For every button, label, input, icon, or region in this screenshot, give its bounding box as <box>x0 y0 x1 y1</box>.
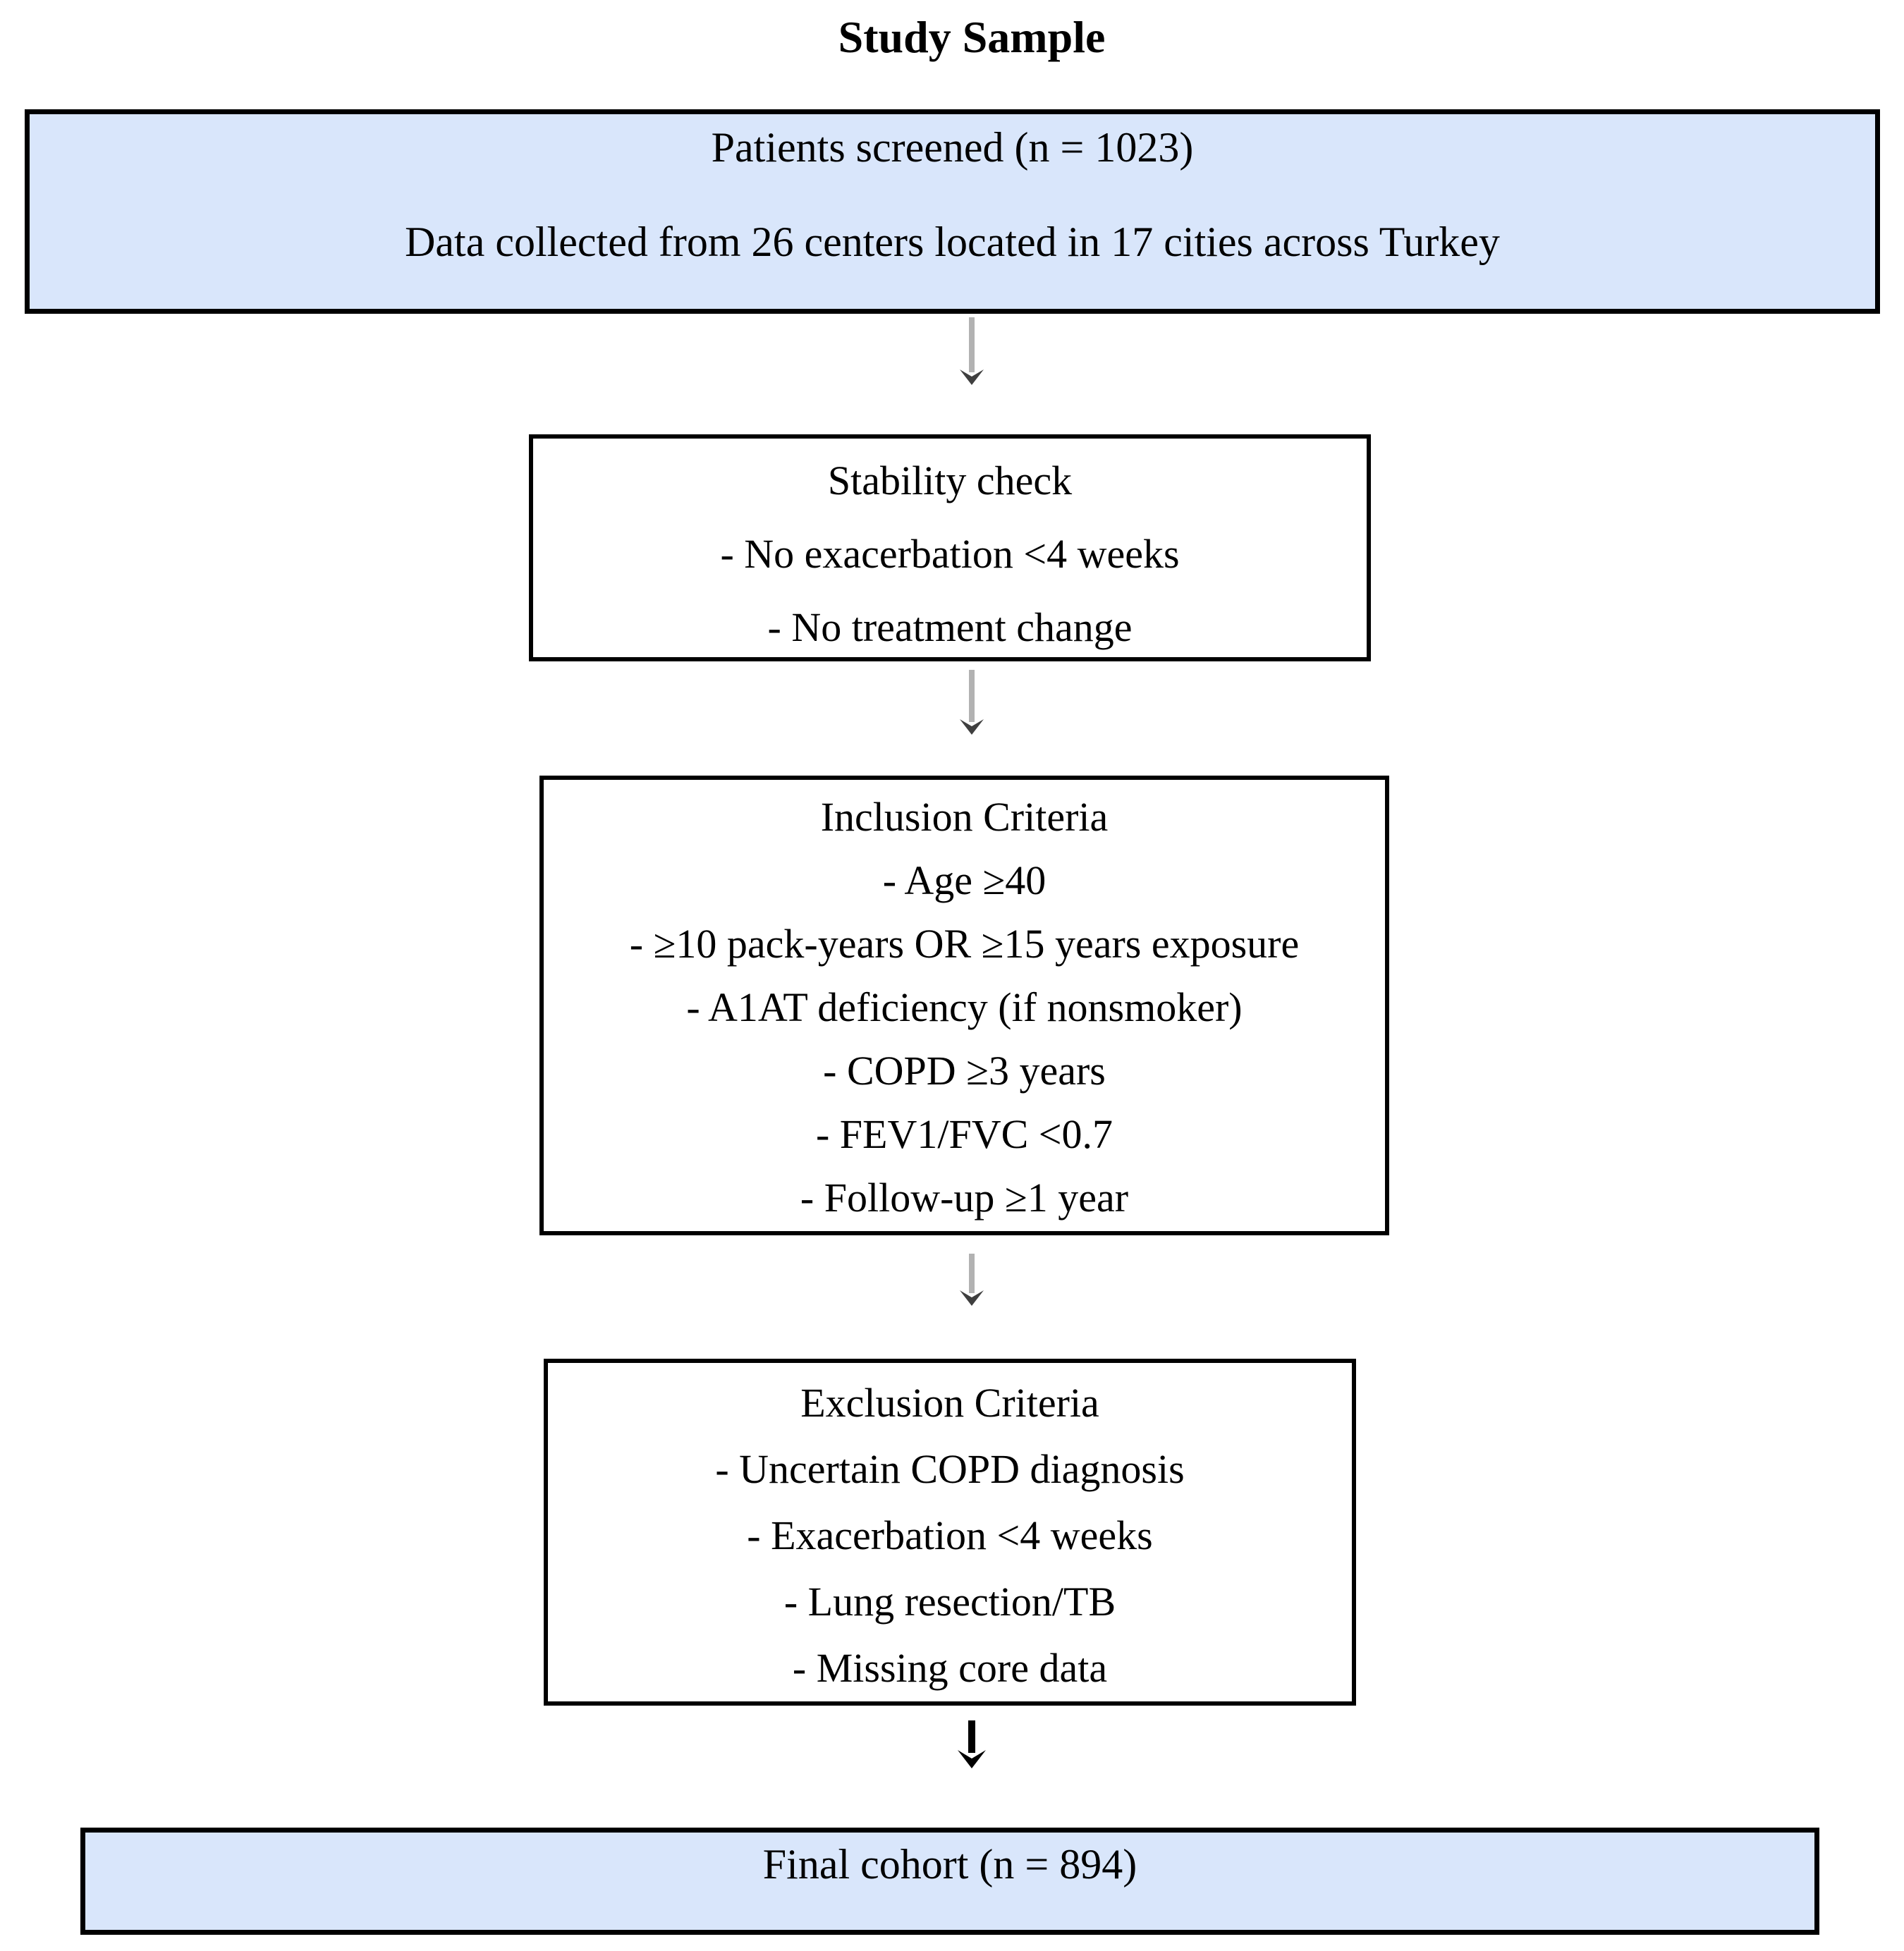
stability-item: - No treatment change <box>767 604 1133 650</box>
down-arrow-icon <box>956 1254 987 1306</box>
page-title: Study Sample <box>838 12 1106 62</box>
inclusion-criteria-title: Inclusion Criteria <box>820 794 1109 840</box>
inclusion-item: - ≥10 pack-years OR ≥15 years exposure <box>629 921 1300 967</box>
patients-screened-box: Patients screened (n = 1023) Data collec… <box>25 109 1880 314</box>
exclusion-item: - Exacerbation <4 weeks <box>747 1512 1153 1558</box>
down-arrow-icon <box>956 670 987 735</box>
inclusion-criteria-box: Inclusion Criteria - Age ≥40 - ≥10 pack-… <box>539 776 1389 1235</box>
inclusion-item: - A1AT deficiency (if nonsmoker) <box>686 984 1243 1030</box>
inclusion-item: - Follow-up ≥1 year <box>800 1175 1129 1221</box>
inclusion-item: - COPD ≥3 years <box>823 1048 1106 1094</box>
exclusion-criteria-box: Exclusion Criteria - Uncertain COPD diag… <box>544 1359 1356 1706</box>
final-cohort-line: Final cohort (n = 894) <box>762 1841 1137 1888</box>
down-arrow-bold-icon <box>956 1720 987 1768</box>
stability-check-title: Stability check <box>827 458 1073 503</box>
patients-screened-line: Patients screened (n = 1023) <box>711 124 1194 171</box>
stability-item: - No exacerbation <4 weeks <box>720 531 1180 577</box>
final-cohort-box: Final cohort (n = 894) <box>80 1828 1819 1935</box>
stability-check-box: Stability check - No exacerbation <4 wee… <box>529 434 1371 661</box>
exclusion-item: - Lung resection/TB <box>783 1579 1116 1625</box>
exclusion-item: - Missing core data <box>792 1645 1108 1691</box>
exclusion-criteria-title: Exclusion Criteria <box>800 1380 1099 1426</box>
inclusion-item: - Age ≥40 <box>882 857 1046 903</box>
inclusion-item: - FEV1/FVC <0.7 <box>815 1111 1113 1157</box>
down-arrow-icon <box>956 317 987 385</box>
exclusion-item: - Uncertain COPD diagnosis <box>715 1446 1185 1492</box>
data-collected-line: Data collected from 26 centers located i… <box>405 219 1500 265</box>
